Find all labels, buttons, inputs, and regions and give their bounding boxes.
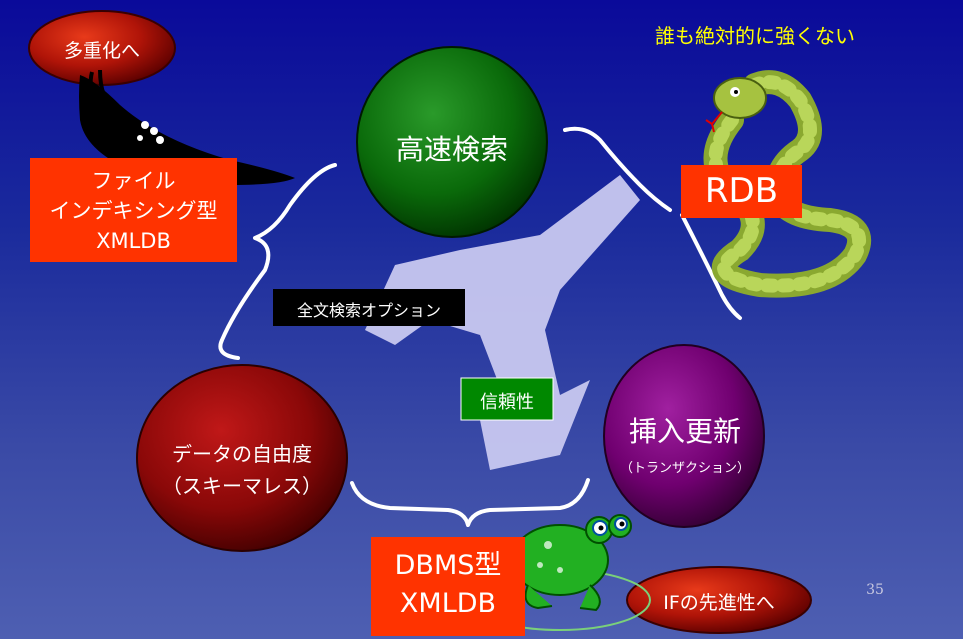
frog-icon xyxy=(469,514,651,631)
circle-data-freedom xyxy=(136,364,348,552)
multiplex-label: 多重化へ xyxy=(63,40,140,62)
fast-search-label: 高速検索 xyxy=(395,133,508,166)
arrow-shape xyxy=(365,175,640,470)
slug-icon xyxy=(79,69,295,185)
dbms-xmldb-box: DBMS型 XMLDB xyxy=(371,537,525,636)
transaction-label: （トランザクション） xyxy=(619,461,750,476)
fulltext-option-label: 全文検索オプション xyxy=(296,301,441,320)
schemaless-label: （スキーマレス） xyxy=(162,474,322,498)
circle-insert-update xyxy=(603,344,765,528)
rdb-box: RDB xyxy=(681,165,802,218)
if-progress-label: IFの先進性へ xyxy=(663,592,775,614)
fulltext-option-bg xyxy=(273,289,465,326)
insert-update-label: 挿入更新 xyxy=(628,415,741,448)
bracket-bottom xyxy=(350,478,590,527)
circle-fast-search xyxy=(356,46,548,238)
bracket-top-right xyxy=(563,126,672,212)
tagline: 誰も絶対的に強くない xyxy=(655,24,855,48)
reliability-bg xyxy=(460,377,554,421)
data-freedom-label: データの自由度 xyxy=(172,442,312,466)
bracket-right xyxy=(680,213,742,320)
page-number: 35 xyxy=(866,582,884,598)
bracket-left xyxy=(218,163,337,360)
bubble-if-progress xyxy=(626,566,812,634)
reliability-label: 信頼性 xyxy=(480,392,534,413)
file-indexing-box: ファイル インデキシング型 XMLDB xyxy=(30,158,237,262)
